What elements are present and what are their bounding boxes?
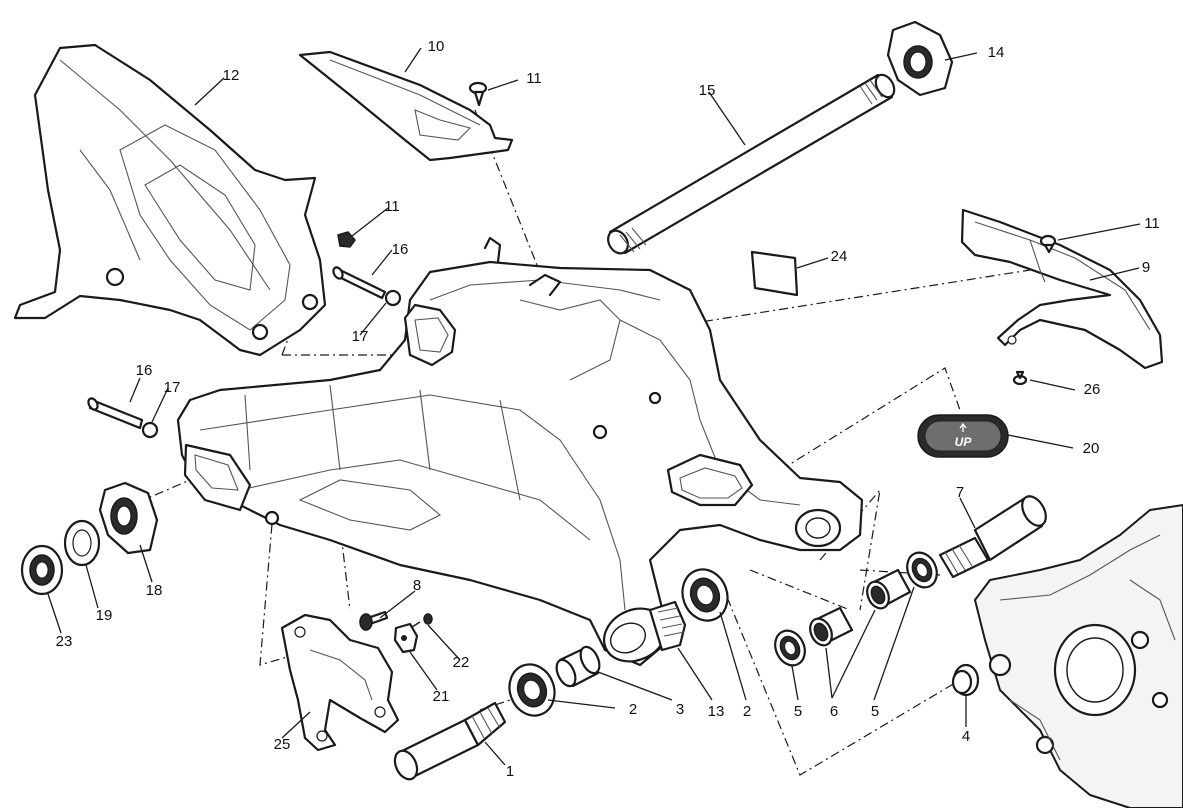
chain-slider-part-9 — [960, 208, 1164, 370]
plug-marking-text: UP — [955, 435, 973, 449]
spindle-part-1 — [393, 701, 507, 781]
bearing-part-2-upper — [681, 568, 729, 622]
washer-part-19 — [63, 519, 101, 567]
callout-2-upper: 2 — [743, 703, 751, 720]
callout-20: 20 — [1083, 440, 1100, 457]
callout-21: 21 — [433, 688, 450, 705]
callout-3: 3 — [676, 701, 684, 718]
callout-2-lower: 2 — [629, 701, 637, 718]
callout-labels: 10 11 12 14 15 11 16 17 11 9 24 26 20 16… — [56, 38, 1160, 780]
clip-part-21 — [393, 622, 419, 654]
callout-23: 23 — [56, 633, 73, 650]
callout-16-upper: 16 — [392, 241, 409, 258]
callout-19: 19 — [96, 607, 113, 624]
callout-1: 1 — [506, 763, 514, 780]
spindle-part-15 — [607, 73, 896, 255]
callout-9: 9 — [1142, 259, 1150, 276]
bolt-part-16-upper — [332, 266, 387, 300]
callout-11-right: 11 — [1144, 215, 1160, 232]
callout-16-lower: 16 — [136, 362, 153, 379]
engine-casing-partial — [974, 504, 1183, 808]
callout-4: 4 — [962, 728, 970, 745]
nut-part-23 — [20, 544, 64, 596]
pin-part-7 — [938, 495, 1047, 579]
callout-10: 10 — [428, 38, 445, 55]
swingarm-part-13 — [176, 236, 864, 667]
screw-part-22 — [411, 613, 433, 628]
callout-15: 15 — [699, 82, 716, 99]
seal-part-5-left — [774, 629, 806, 667]
adjuster-part-18 — [98, 481, 159, 555]
callout-5-left: 5 — [794, 703, 802, 720]
callout-7: 7 — [956, 484, 964, 501]
label-sticker-part-24 — [750, 250, 799, 297]
adjuster-nut-part-14 — [886, 20, 954, 97]
callout-11-mid: 11 — [384, 198, 400, 215]
screw-part-11-right — [1039, 234, 1057, 254]
plug-part-20: UP — [917, 414, 1009, 458]
screw-part-11-mid — [337, 231, 356, 248]
callout-25: 25 — [274, 736, 291, 753]
callout-24: 24 — [831, 248, 848, 265]
callout-8: 8 — [413, 577, 421, 594]
callout-22: 22 — [453, 654, 470, 671]
needle-bearing-part-6-right — [866, 568, 912, 610]
callout-5-right: 5 — [871, 703, 879, 720]
bracket-part-25 — [280, 613, 400, 752]
callout-18: 18 — [146, 582, 163, 599]
nut-part-17-lower — [141, 421, 159, 439]
bolt-part-16-lower — [87, 397, 144, 430]
screw-part-8 — [359, 610, 389, 631]
cap-part-4 — [951, 663, 980, 697]
callout-26: 26 — [1084, 381, 1101, 398]
callout-13: 13 — [708, 703, 725, 720]
callout-17-lower: 17 — [164, 379, 181, 396]
screw-part-26 — [1012, 370, 1028, 386]
callout-6: 6 — [830, 703, 838, 720]
callout-11-top: 11 — [526, 70, 542, 87]
rear-mudguard-part-12 — [13, 43, 327, 357]
seal-part-5-right — [906, 551, 938, 589]
bearing-part-2-lower — [508, 663, 556, 717]
needle-bearing-part-6-left — [809, 606, 854, 647]
screw-part-11-top — [468, 81, 488, 107]
callout-12: 12 — [223, 67, 240, 84]
callout-14: 14 — [988, 44, 1005, 61]
nut-part-17-upper — [384, 289, 402, 307]
leader-lines — [47, 47, 1141, 766]
chain-guard-part-10 — [298, 50, 514, 162]
callout-17-upper: 17 — [352, 328, 369, 345]
spacer-part-3 — [555, 645, 601, 688]
